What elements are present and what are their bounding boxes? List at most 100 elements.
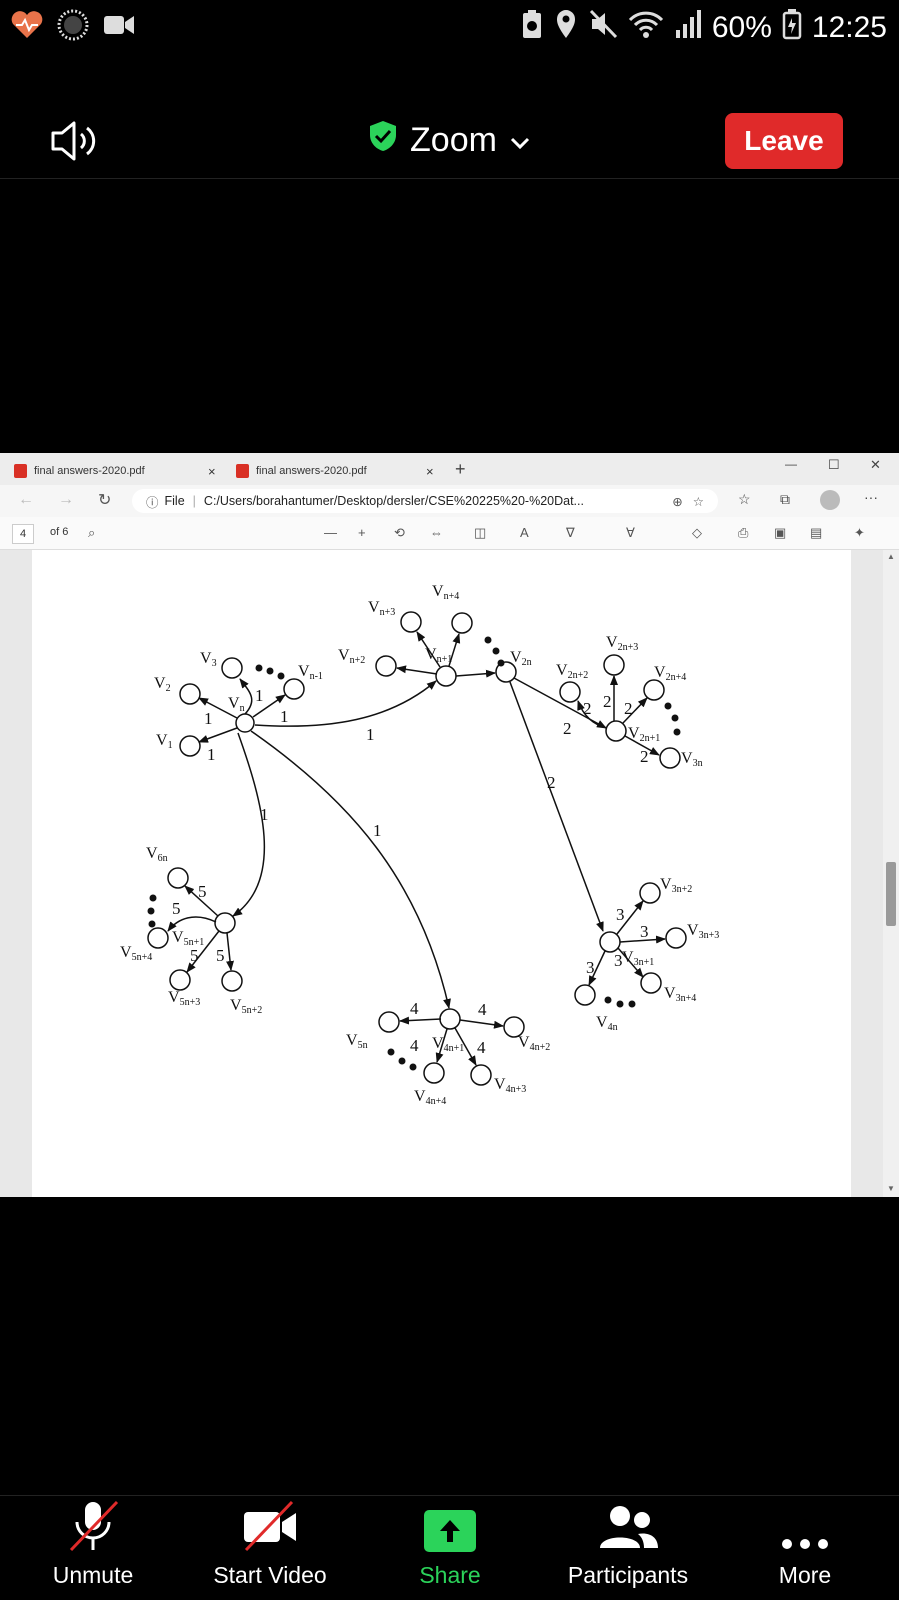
page-number-input[interactable]: 4 <box>12 524 34 544</box>
collections-icon[interactable]: ⧉ <box>780 491 790 507</box>
close-window-button[interactable]: ✕ <box>870 457 881 472</box>
mute-icon <box>588 8 618 48</box>
forward-arrow-icon[interactable]: → <box>58 491 74 508</box>
svg-text:V4n+4: V4n+4 <box>414 1088 446 1107</box>
scroll-thumb[interactable] <box>886 862 896 926</box>
zoom-in-icon[interactable]: + <box>358 525 366 540</box>
browser-tab-2[interactable]: final answers-2020.pdf × <box>236 457 446 485</box>
page-view-icon[interactable]: ◫ <box>474 525 487 540</box>
participants-label: Participants <box>567 1562 689 1588</box>
label-vn+4-sub: n+4 <box>444 591 460 602</box>
label-v3n+1: V <box>622 949 634 966</box>
label-vn+2: V <box>338 647 350 664</box>
weight-v2n+1-v2n+4: 2 <box>624 699 633 718</box>
svg-text:V2n+3: V2n+3 <box>606 634 638 653</box>
edge-v5n+1-v5n+3 <box>186 930 220 973</box>
label-v2-sub: 2 <box>166 683 171 694</box>
label-vn+4: V <box>432 583 444 600</box>
more-menu-icon[interactable]: ··· <box>864 489 878 505</box>
label-v5n-sub: 5n <box>358 1040 368 1051</box>
svg-text:V4n+3: V4n+3 <box>494 1076 526 1095</box>
label-v1-sub: 1 <box>168 740 173 751</box>
label-v2: V <box>154 675 166 692</box>
weight-vn-vn-1: 1 <box>280 707 289 726</box>
node-v5n+3 <box>169 969 191 991</box>
pdf-page: V2 V1 V3 Vn Vn-1 Vn+2 Vn+3 Vn+4 Vn+1 V2n… <box>32 550 851 1197</box>
minimize-button[interactable]: — <box>785 457 797 471</box>
highlight-icon[interactable]: ∀ <box>626 525 635 540</box>
node-vn <box>235 713 255 733</box>
save-as-icon[interactable]: ▤ <box>810 525 823 540</box>
more-button[interactable]: More <box>725 1496 885 1600</box>
edge-vn-v1 <box>198 727 238 743</box>
share-label: Share <box>419 1562 481 1588</box>
svg-text:V5n+1: V5n+1 <box>172 929 204 948</box>
url-prefix: File <box>164 494 185 508</box>
rotate-icon[interactable]: ⟲ <box>394 525 405 540</box>
start-video-button[interactable]: Start Video <box>190 1496 350 1600</box>
browser-tab-1[interactable]: final answers-2020.pdf × <box>14 457 224 485</box>
fit-width-icon[interactable]: ⇔ <box>430 525 443 540</box>
maximize-button[interactable]: ☐ <box>828 457 840 472</box>
leave-button[interactable]: Leave <box>725 113 843 169</box>
favorites-icon[interactable]: ☆ <box>738 491 751 507</box>
erase-icon[interactable]: ◇ <box>692 525 702 540</box>
label-vn-1-sub: n-1 <box>310 671 323 682</box>
meeting-title: Zoom <box>410 121 497 159</box>
address-bar: ← → ↻ ⓘ File | C:/Users/borahantumer/Des… <box>0 485 899 517</box>
node-v4n+1 <box>439 1008 461 1030</box>
scroll-down-icon[interactable]: ▼ <box>887 1184 895 1193</box>
new-tab-button[interactable]: + <box>455 459 466 479</box>
pdf-scrollbar[interactable]: ▲ ▼ <box>883 550 899 1197</box>
speaker-icon[interactable] <box>50 119 100 168</box>
meeting-title-menu[interactable]: Zoom <box>0 119 899 162</box>
label-v5n+4: V <box>120 944 132 961</box>
profile-avatar[interactable] <box>820 490 840 510</box>
refresh-icon[interactable]: ↻ <box>98 492 112 509</box>
node-v5n+4 <box>147 927 169 949</box>
zoom-out-icon[interactable]: — <box>324 525 337 540</box>
svg-text:V3n+4: V3n+4 <box>664 985 696 1004</box>
edge-v4n+1-v4n+3 <box>454 1027 477 1066</box>
weight-v2n-v3n+1: 2 <box>547 773 556 792</box>
unmute-button[interactable]: Unmute <box>13 1496 173 1600</box>
battery-icon <box>782 8 802 48</box>
edge-vn-vn-1 <box>252 694 286 718</box>
back-arrow-icon[interactable]: ← <box>18 491 34 508</box>
label-v2n+4: V <box>654 664 666 681</box>
shared-screen: final answers-2020.pdf × final answers-2… <box>0 453 899 1197</box>
svg-text:V5n+4: V5n+4 <box>120 944 152 963</box>
location-icon <box>554 8 578 48</box>
participants-button[interactable]: Participants <box>548 1496 708 1600</box>
label-v2n-sub: 2n <box>522 657 532 668</box>
tab-close-button[interactable]: × <box>426 463 434 479</box>
svg-text:V4n: V4n <box>596 1014 618 1033</box>
favorite-add-icon[interactable]: ☆ <box>692 494 704 509</box>
find-search-icon[interactable]: ⌕ <box>88 525 96 540</box>
pin-icon[interactable]: ✦ <box>854 525 865 540</box>
label-v3n-sub: 3n <box>693 758 703 769</box>
node-vn+2 <box>375 655 397 677</box>
label-v4n+3-sub: 4n+3 <box>506 1084 527 1095</box>
svg-text:V2n+1: V2n+1 <box>628 725 660 744</box>
tab-close-button[interactable]: × <box>208 463 216 479</box>
url-field[interactable]: ⓘ File | C:/Users/borahantumer/Desktop/d… <box>132 489 718 513</box>
read-aloud-icon[interactable]: A <box>520 525 529 540</box>
graph-diagram: V2 V1 V3 Vn Vn-1 Vn+2 Vn+3 Vn+4 Vn+1 V2n… <box>120 583 719 1107</box>
label-v5n+3-sub: 5n+3 <box>180 997 201 1008</box>
node-v2n+1 <box>605 720 627 742</box>
node-v2n <box>495 661 517 683</box>
node-v3n <box>659 747 681 769</box>
print-icon[interactable]: ⎙ <box>738 525 749 540</box>
zoom-icon[interactable]: ⊕ <box>672 494 683 509</box>
weight-v4n+1-v4n+4: 4 <box>410 1036 419 1055</box>
node-vn+4 <box>451 612 473 634</box>
health-icon <box>10 10 44 45</box>
save-icon[interactable]: ▣ <box>774 525 787 540</box>
label-v3n+4-sub: 3n+4 <box>676 993 697 1004</box>
draw-icon[interactable]: ∇ <box>566 525 575 540</box>
scroll-up-icon[interactable]: ▲ <box>887 552 895 561</box>
svg-text:V5n+3: V5n+3 <box>168 989 200 1008</box>
label-v4n: V <box>596 1014 608 1031</box>
share-button[interactable]: Share <box>370 1496 530 1600</box>
